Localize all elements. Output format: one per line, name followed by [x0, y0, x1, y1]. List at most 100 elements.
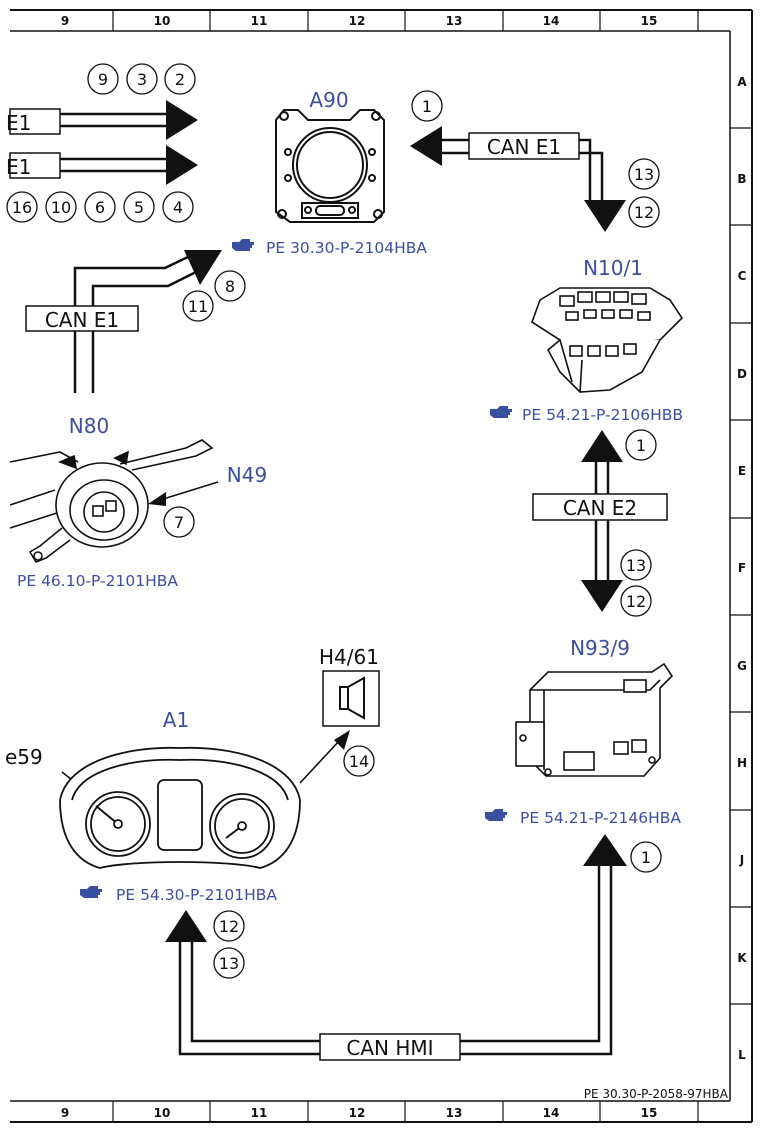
label-n93-9: N93/9	[570, 636, 630, 660]
drawing-frame	[10, 9, 753, 1123]
ruler-col-15-top: 15	[641, 14, 658, 28]
svg-text:CAN E1: CAN E1	[45, 308, 119, 332]
ruler-row-f: F	[738, 561, 746, 575]
num-a90-1	[411, 90, 443, 122]
num-can-e2-13	[620, 549, 652, 581]
svg-text:PE 54.21-P-2146HBA: PE 54.21-P-2146HBA	[520, 809, 681, 827]
svg-text:1: 1	[641, 848, 651, 867]
n93-9-ref: PE 54.21-P-2146HBA	[485, 809, 681, 827]
ruler-col-11-bottom: 11	[251, 1106, 268, 1120]
ruler-col-9-top: 9	[61, 14, 69, 28]
num-can-left-8	[214, 270, 246, 302]
reference-hand-icon	[232, 239, 254, 251]
svg-text:14: 14	[349, 752, 369, 771]
label-e59: e59	[5, 745, 43, 769]
svg-text:3: 3	[137, 70, 147, 89]
can-e1-left-link: CAN E1	[25, 250, 222, 393]
ruler-col-14-bottom: 14	[543, 1106, 560, 1120]
svg-text:5: 5	[134, 198, 144, 217]
ruler-col-12-bottom: 12	[349, 1106, 366, 1120]
svg-text:8: 8	[225, 277, 235, 296]
n80-ref: PE 46.10-P-2101HBA	[17, 572, 178, 590]
svg-text:4: 4	[173, 198, 183, 217]
a1-instrument-cluster	[59, 746, 301, 869]
svg-text:13: 13	[626, 556, 646, 575]
svg-text:E1: E1	[6, 111, 31, 135]
num-h4-14	[343, 745, 375, 777]
ruler-col-14-top: 14	[543, 14, 560, 28]
num-n49-7	[163, 506, 195, 538]
svg-text:PE 30.30-P-2104HBA: PE 30.30-P-2104HBA	[266, 239, 427, 257]
svg-text:CAN HMI: CAN HMI	[346, 1036, 433, 1060]
n93-9-control-unit	[515, 662, 674, 777]
reference-hand-icon	[485, 809, 507, 821]
svg-text:12: 12	[626, 592, 646, 611]
reference-hand-icon	[490, 406, 512, 418]
ruler-row-j: J	[739, 853, 744, 867]
svg-text:16: 16	[12, 198, 32, 217]
svg-text:13: 13	[219, 954, 239, 973]
svg-text:CAN E2: CAN E2	[563, 496, 637, 520]
ruler-col-10-top: 10	[154, 14, 171, 28]
circled-numbers-bottom: 16 10 6 5 4	[6, 191, 194, 223]
svg-text:1: 1	[636, 436, 646, 455]
drawing-code: PE 30.30-P-2058-97HBA	[584, 1087, 729, 1101]
num-can-e2-1	[625, 429, 657, 461]
svg-text:11: 11	[188, 297, 208, 316]
svg-text:10: 10	[51, 198, 71, 217]
num-a1-12	[213, 910, 245, 942]
svg-text:E1: E1	[6, 155, 31, 179]
svg-text:7: 7	[174, 513, 184, 532]
label-n49: N49	[227, 463, 267, 487]
ruler-col-10-bottom: 10	[154, 1106, 171, 1120]
e1-arrow-upper: E1	[6, 100, 198, 140]
svg-text:CAN E1: CAN E1	[487, 135, 561, 159]
svg-text:PE 54.30-P-2101HBA: PE 54.30-P-2101HBA	[116, 886, 277, 904]
num-can-left-11	[182, 290, 214, 322]
ruler-row-e: E	[738, 464, 746, 478]
ruler-row-k: K	[737, 951, 747, 965]
ruler-col-13-top: 13	[446, 14, 463, 28]
label-a90: A90	[309, 88, 348, 112]
num-n10-13	[628, 158, 660, 190]
n80-steering-module	[9, 439, 214, 563]
n10-1-fuse-box	[531, 287, 684, 393]
n10-1-ref: PE 54.21-P-2106HBB	[490, 406, 683, 424]
num-n93-1	[630, 841, 662, 873]
svg-text:1: 1	[422, 97, 432, 116]
num-a1-13	[213, 947, 245, 979]
reference-hand-icon	[80, 886, 102, 898]
svg-text:12: 12	[634, 203, 654, 222]
label-a1: A1	[163, 708, 189, 732]
svg-text:PE 54.21-P-2106HBB: PE 54.21-P-2106HBB	[522, 406, 683, 424]
circled-numbers-top: 9 3 2	[87, 63, 196, 95]
can-e2-link: CAN E2	[532, 430, 668, 612]
ruler-row-b: B	[737, 172, 746, 186]
svg-text:6: 6	[95, 198, 105, 217]
ruler-col-12-top: 12	[349, 14, 366, 28]
a90-ref: PE 30.30-P-2104HBA	[232, 239, 427, 257]
num-n10-12	[628, 196, 660, 228]
ruler-row-d: D	[737, 367, 747, 381]
ruler-row-h: H	[737, 756, 747, 770]
label-h4-61: H4/61	[319, 645, 379, 669]
ruler-row-g: G	[737, 659, 747, 673]
label-n80: N80	[69, 414, 109, 438]
svg-text:12: 12	[219, 917, 239, 936]
ruler-row-a: A	[737, 75, 747, 89]
svg-text:PE 46.10-P-2101HBA: PE 46.10-P-2101HBA	[17, 572, 178, 590]
e1-arrow-lower: E1	[6, 145, 198, 185]
ruler-col-13-bottom: 13	[446, 1106, 463, 1120]
h4-pointer	[299, 730, 350, 784]
n49-pointer	[148, 481, 219, 506]
ruler-row-l: L	[738, 1048, 746, 1062]
svg-text:9: 9	[98, 70, 108, 89]
ruler-col-11-top: 11	[251, 14, 268, 28]
label-n10-1: N10/1	[583, 256, 643, 280]
ruler-col-15-bottom: 15	[641, 1106, 658, 1120]
svg-text:13: 13	[634, 165, 654, 184]
svg-text:2: 2	[175, 70, 185, 89]
ruler-col-9-bottom: 9	[61, 1106, 69, 1120]
ruler-row-c: C	[738, 269, 747, 283]
can-e1-top-link: CAN E1	[410, 126, 626, 232]
